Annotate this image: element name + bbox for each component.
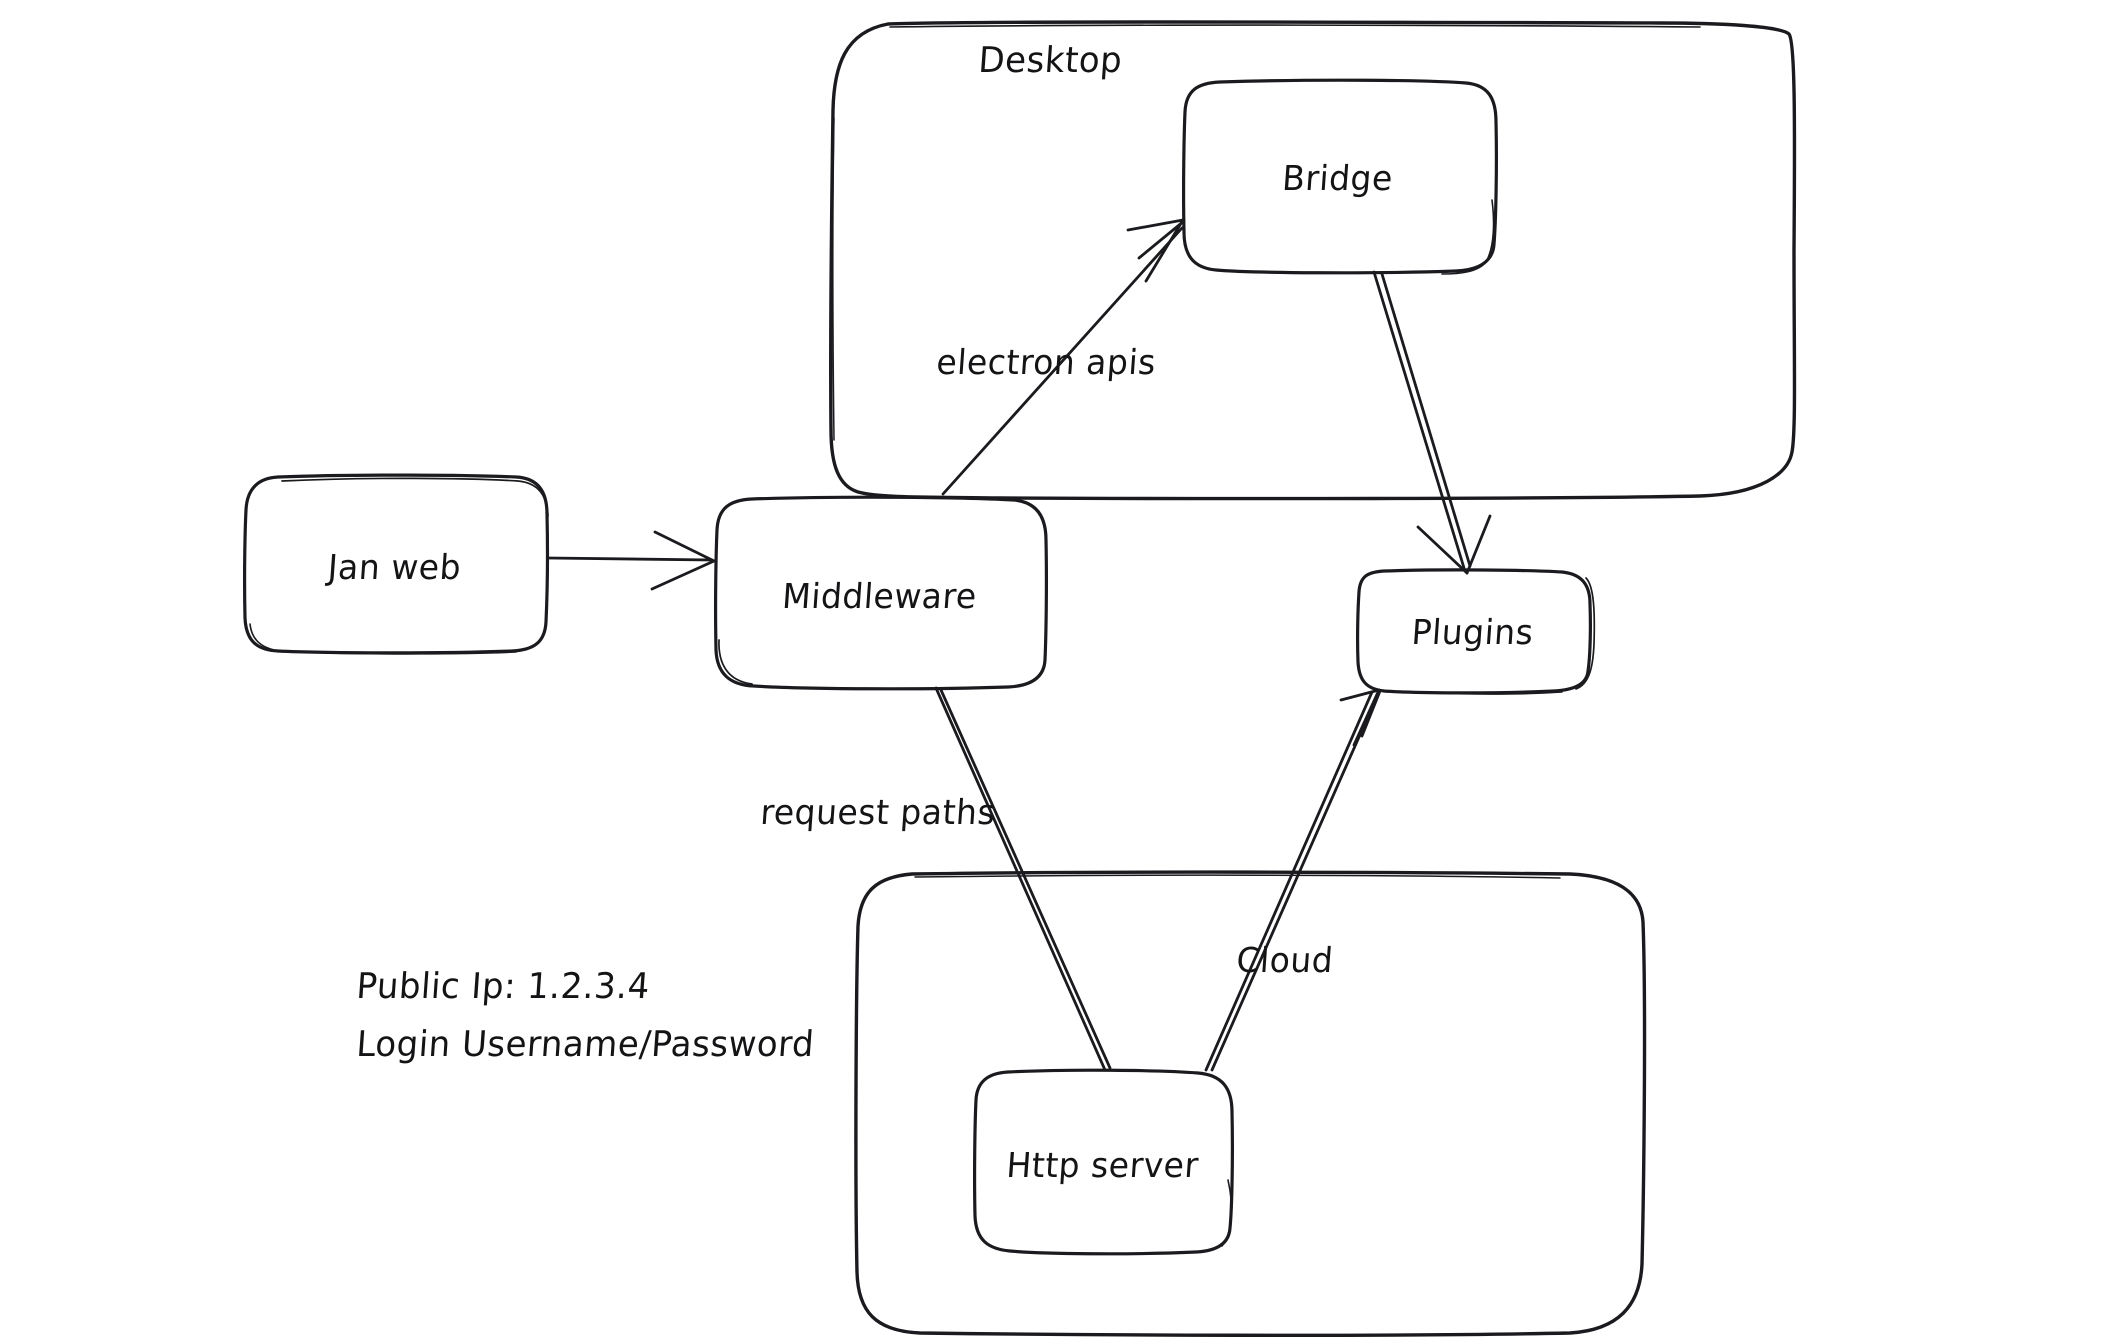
edge-label-request-paths: request paths bbox=[759, 792, 997, 833]
edge-jan-to-middleware[interactable] bbox=[546, 530, 716, 591]
edge-middleware-to-http[interactable] bbox=[934, 686, 1112, 1072]
node-label-middleware: Middleware bbox=[780, 576, 979, 617]
node-label-bridge: Bridge bbox=[1280, 158, 1395, 199]
edge-bridge-to-plugins[interactable] bbox=[1372, 270, 1492, 575]
edge-label-electron-apis: electron apis bbox=[935, 342, 1158, 383]
node-bridge[interactable] bbox=[1181, 78, 1498, 275]
note-public-ip: Public Ip: 1.2.3.4 bbox=[355, 966, 652, 1008]
node-label-http-server: Http server bbox=[1005, 1145, 1201, 1186]
node-http-server[interactable] bbox=[972, 1068, 1234, 1256]
edge-label-cloud: Cloud bbox=[1235, 940, 1335, 981]
container-label-desktop: Desktop bbox=[977, 40, 1124, 82]
container-cloud[interactable] bbox=[854, 870, 1647, 1338]
node-plugins[interactable] bbox=[1355, 568, 1596, 695]
edge-http-to-plugins[interactable] bbox=[1204, 688, 1382, 1072]
edge-middleware-to-bridge[interactable] bbox=[941, 218, 1186, 496]
node-label-jan-web: Jan web bbox=[326, 547, 463, 588]
note-login: Login Username/Password bbox=[355, 1024, 816, 1066]
node-middleware[interactable] bbox=[713, 495, 1049, 691]
node-label-plugins: Plugins bbox=[1410, 612, 1535, 653]
node-jan-web[interactable] bbox=[242, 473, 550, 655]
container-desktop[interactable] bbox=[829, 20, 1797, 501]
